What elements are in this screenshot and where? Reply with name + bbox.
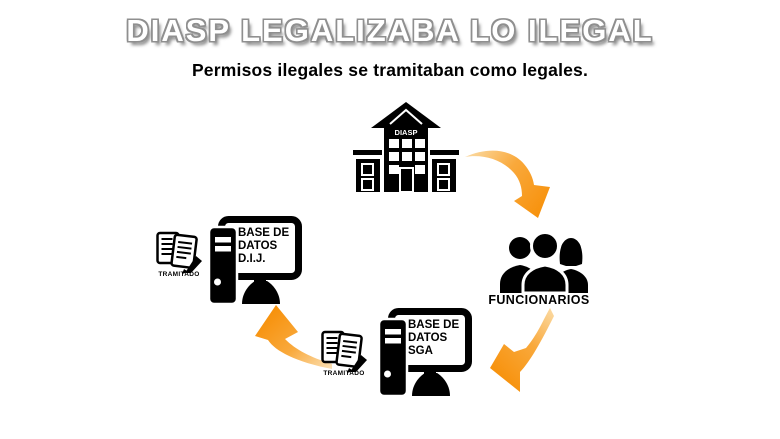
- funcionarios-group: [494, 231, 592, 293]
- computer-icon: BASE DE DATOS SGA: [377, 308, 472, 398]
- dij-computer: BASE DE DATOS D.I.J.: [204, 214, 304, 306]
- tramitado-sga-label: TRAMITADO: [323, 370, 365, 377]
- tramitado-dij-label: TRAMITADO: [158, 271, 200, 278]
- building-icon: DIASP: [353, 102, 459, 192]
- building-label: DIASP: [395, 128, 418, 137]
- diasp-building: DIASP: [351, 102, 461, 192]
- documents-pencil-icon: [321, 330, 367, 373]
- sga-computer: BASE DE DATOS SGA: [374, 306, 474, 398]
- arrow-sga-to-dij: [252, 303, 334, 373]
- dij-screen-line1: BASE DE: [238, 227, 289, 239]
- documents-pencil-icon: [156, 231, 202, 274]
- arrow-funcionarios-to-sga: [488, 306, 556, 392]
- page-subtitle: Permisos ilegales se tramitaban como leg…: [191, 60, 589, 80]
- dij-screen-line2: DATOS: [238, 240, 278, 252]
- page-title: DIASP LEGALIZABA LO ILEGAL: [126, 13, 654, 48]
- tramitado-sga-docs: [321, 329, 369, 373]
- curved-arrow-icon: [490, 308, 554, 392]
- sga-screen-line1: BASE DE: [408, 319, 459, 331]
- sga-screen-line3: SGA: [408, 345, 433, 357]
- arrow-diasp-to-funcionarios: [462, 146, 557, 221]
- computer-icon: BASE DE DATOS D.I.J.: [207, 216, 302, 306]
- dij-screen-line3: D.I.J.: [238, 253, 265, 265]
- tramitado-dij-docs: [156, 230, 204, 274]
- people-icon: [500, 231, 588, 293]
- funcionarios-label: FUNCIONARIOS: [488, 293, 590, 307]
- sga-screen-line2: DATOS: [408, 332, 448, 344]
- curved-arrow-icon: [255, 305, 332, 369]
- curved-arrow-icon: [465, 150, 550, 218]
